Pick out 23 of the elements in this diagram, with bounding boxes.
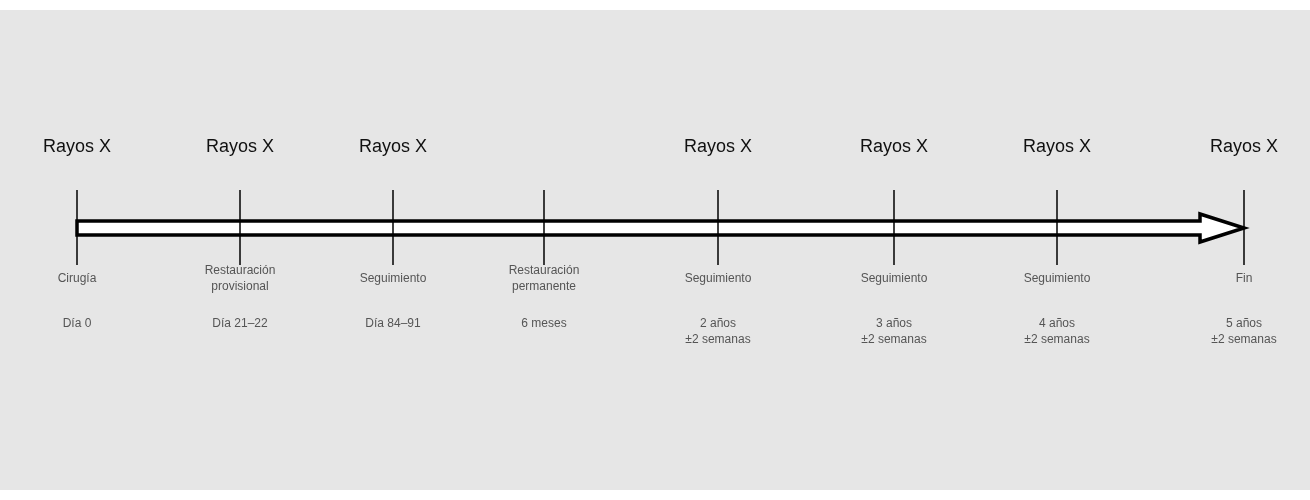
event-label: Seguimiento [860, 270, 928, 286]
event-label: Restauración provisional [204, 262, 276, 294]
time-label: 3 años ±2 semanas [861, 315, 927, 347]
xray-label: Rayos X [359, 136, 427, 157]
xray-label: Rayos X [1210, 136, 1278, 157]
time-label: 4 años ±2 semanas [1024, 315, 1090, 347]
time-label: Día 84–91 [365, 315, 421, 331]
time-label: 6 meses [521, 315, 567, 331]
event-label: Seguimiento [684, 270, 752, 286]
time-label: Día 0 [62, 315, 92, 331]
event-label: Restauración permanente [508, 262, 580, 294]
time-label: 5 años ±2 semanas [1211, 315, 1277, 347]
xray-label: Rayos X [684, 136, 752, 157]
time-label: 2 años ±2 semanas [685, 315, 751, 347]
event-label: Seguimiento [359, 270, 427, 286]
xray-label: Rayos X [860, 136, 928, 157]
xray-label: Rayos X [206, 136, 274, 157]
time-label: Día 21–22 [212, 315, 268, 331]
event-label: Cirugía [57, 270, 97, 286]
event-label: Fin [1235, 270, 1253, 286]
xray-label: Rayos X [43, 136, 111, 157]
event-label: Seguimiento [1023, 270, 1091, 286]
xray-label: Rayos X [1023, 136, 1091, 157]
